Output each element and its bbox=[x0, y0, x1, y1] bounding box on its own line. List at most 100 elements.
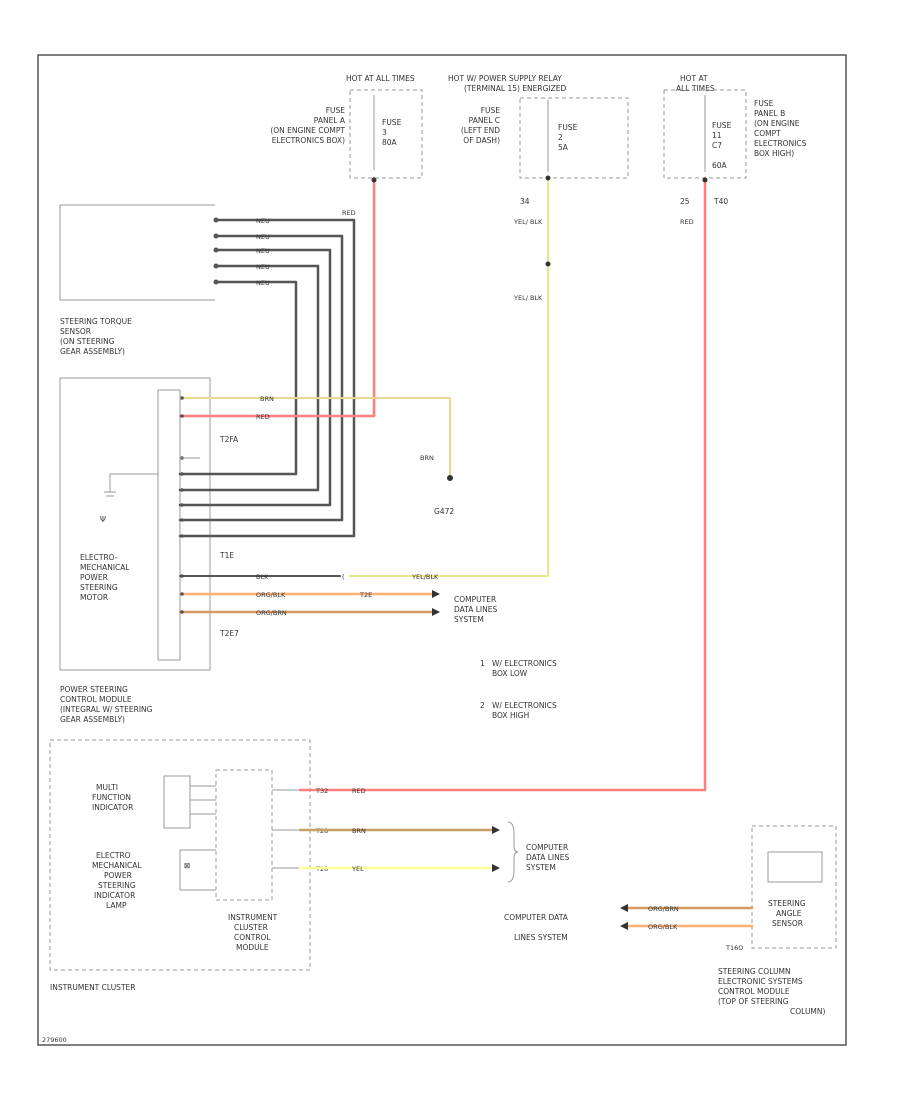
angle-sensor-label-b: ANGLE bbox=[776, 909, 802, 918]
lamp-label-a: ELECTRO bbox=[96, 851, 131, 860]
motor-terminals bbox=[180, 396, 184, 614]
ground-g472-point bbox=[447, 475, 453, 481]
fuse1-terminal bbox=[371, 177, 377, 183]
cluster-control-module-box bbox=[215, 769, 273, 901]
angle-sensor-label-a: STEERING bbox=[768, 899, 806, 908]
motor-ground-icon bbox=[104, 491, 116, 497]
red-label-2: RED bbox=[256, 413, 270, 421]
fuse-location-1-d: ELECTRONICS BOX) bbox=[272, 136, 345, 145]
motor-label-a: ELECTRO- bbox=[80, 553, 118, 562]
fuse2-terminal bbox=[545, 175, 551, 181]
connector-t40: T40 bbox=[713, 197, 728, 206]
lamp-label-e: INDICATOR bbox=[94, 891, 135, 900]
angle-module-a: STEERING COLUMN bbox=[718, 967, 791, 976]
module-label-d: GEAR ASSEMBLY) bbox=[60, 715, 125, 724]
multi-function-c: INDICATOR bbox=[92, 803, 133, 812]
pin-25: 25 bbox=[680, 197, 690, 206]
connector-t1e: T1E bbox=[219, 551, 234, 560]
note-1-num: 1 bbox=[480, 659, 485, 668]
motor-connector-strip bbox=[157, 389, 181, 661]
arrow-org-blk-icon bbox=[432, 590, 440, 598]
fuse-3-d: 60A bbox=[712, 161, 728, 170]
fuse-location-1-c: (ON ENGINE COMPT bbox=[270, 126, 345, 135]
pin-34: 34 bbox=[520, 197, 530, 206]
fuse-location-3-d: COMPT bbox=[754, 129, 781, 138]
data-lines-b-1: COMPUTER bbox=[526, 843, 568, 852]
data-lines-c-2: LINES SYSTEM bbox=[514, 933, 568, 942]
data-lines-a-2: DATA LINES bbox=[454, 605, 497, 614]
arrow-org-brn-icon bbox=[432, 608, 440, 616]
fuse-location-3-f: BOX HIGH) bbox=[754, 149, 794, 158]
arrow-angle-org-blk-icon bbox=[620, 922, 628, 930]
sensor-wire-2 bbox=[178, 234, 344, 522]
neu-label-4: NEU bbox=[256, 263, 270, 271]
neu-label-3: NEU bbox=[256, 247, 270, 255]
instrument-cluster-label: INSTRUMENT CLUSTER bbox=[50, 983, 135, 992]
connector-break-icon: ( bbox=[342, 573, 345, 581]
arrow-angle-org-brn-icon bbox=[620, 904, 628, 912]
lamp-label-b: MECHANICAL bbox=[92, 861, 142, 870]
lamp-label-c: POWER bbox=[104, 871, 132, 880]
motor-label-e: MOTOR bbox=[80, 593, 108, 602]
cluster-control-c: CONTROL bbox=[234, 933, 271, 942]
red-wire-fuse3 bbox=[298, 176, 707, 792]
hot-label-3: HOT AT bbox=[680, 74, 708, 83]
fuse-2-c: 5A bbox=[558, 143, 569, 152]
yel-blk-wire bbox=[349, 177, 549, 577]
arrow-cluster-yel-icon bbox=[492, 864, 500, 872]
hot-label-1: HOT AT ALL TIMES bbox=[346, 74, 415, 83]
angle-org-brn-label: ORG/BRN bbox=[648, 905, 679, 913]
cluster-control-d: MODULE bbox=[236, 943, 269, 952]
cluster-control-b: CLUSTER bbox=[234, 923, 268, 932]
brn-label-2: BRN bbox=[420, 454, 434, 462]
cluster-control-a: INSTRUMENT bbox=[228, 913, 278, 922]
motor-label-d: STEERING bbox=[80, 583, 118, 592]
fuse-box-1 bbox=[349, 89, 423, 179]
yel-blk-label-2: YEL/ BLK bbox=[513, 294, 543, 302]
module-label-b: CONTROL MODULE bbox=[60, 695, 132, 704]
lamp-loop bbox=[179, 849, 216, 891]
indicator-links bbox=[190, 785, 216, 815]
sensor-wire-1 bbox=[178, 218, 356, 538]
brn-ground-wire bbox=[179, 397, 451, 479]
lamp-icon: ⊠ bbox=[184, 861, 190, 870]
fuse-location-2-b: PANEL C bbox=[469, 116, 500, 125]
lamp-label-f: LAMP bbox=[106, 901, 127, 910]
neu-label-1: NEU bbox=[256, 217, 270, 225]
neu-label-2: NEU bbox=[256, 233, 270, 241]
arrow-cluster-brn-icon bbox=[492, 826, 500, 834]
yel-blk-splice bbox=[545, 261, 551, 267]
fuse-location-2-d: OF DASH) bbox=[463, 136, 500, 145]
fuse-1-c: 80A bbox=[382, 138, 398, 147]
diagram-frame bbox=[37, 54, 847, 1046]
sensor-wire-terminals bbox=[213, 217, 219, 285]
fuse-2-a: FUSE bbox=[558, 123, 578, 132]
motor-box bbox=[59, 377, 211, 671]
ground-g472-label: G472 bbox=[434, 507, 454, 516]
fuse-1-b: 3 bbox=[382, 128, 387, 137]
fuse-3-b: 11 bbox=[712, 131, 722, 140]
note-1-text-b: BOX LOW bbox=[492, 669, 528, 678]
fuse-location-1-a: FUSE bbox=[326, 106, 346, 115]
red-wire-fuse1 bbox=[178, 176, 376, 418]
motor-symbol-icon: Ψ bbox=[100, 515, 106, 524]
org-brn-label: ORG/BRN bbox=[256, 609, 287, 617]
torque-sensor-label-a: STEERING TORQUE bbox=[60, 317, 132, 326]
data-lines-c-1: COMPUTER DATA bbox=[504, 913, 569, 922]
fuse-location-1-b: PANEL A bbox=[314, 116, 346, 125]
data-lines-a-3: SYSTEM bbox=[454, 615, 484, 624]
motor-internal-ground bbox=[109, 473, 158, 492]
neu-label-5: NEU bbox=[256, 279, 270, 287]
cluster-brn-label: BRN bbox=[352, 827, 366, 835]
fuse-2-b: 2 bbox=[558, 133, 563, 142]
diagram-id: 279600 bbox=[42, 1036, 67, 1044]
power-source-1: HOT AT ALL TIMES FUSE PANEL A (ON ENGINE… bbox=[270, 74, 423, 179]
fuse-location-3-b: PANEL B bbox=[754, 109, 785, 118]
motor-label-c: POWER bbox=[80, 573, 108, 582]
cluster-internal-links bbox=[272, 789, 300, 869]
red-label-3: RED bbox=[680, 218, 694, 226]
sensor-wire-3 bbox=[178, 248, 332, 507]
fuse-location-2-a: FUSE bbox=[481, 106, 501, 115]
